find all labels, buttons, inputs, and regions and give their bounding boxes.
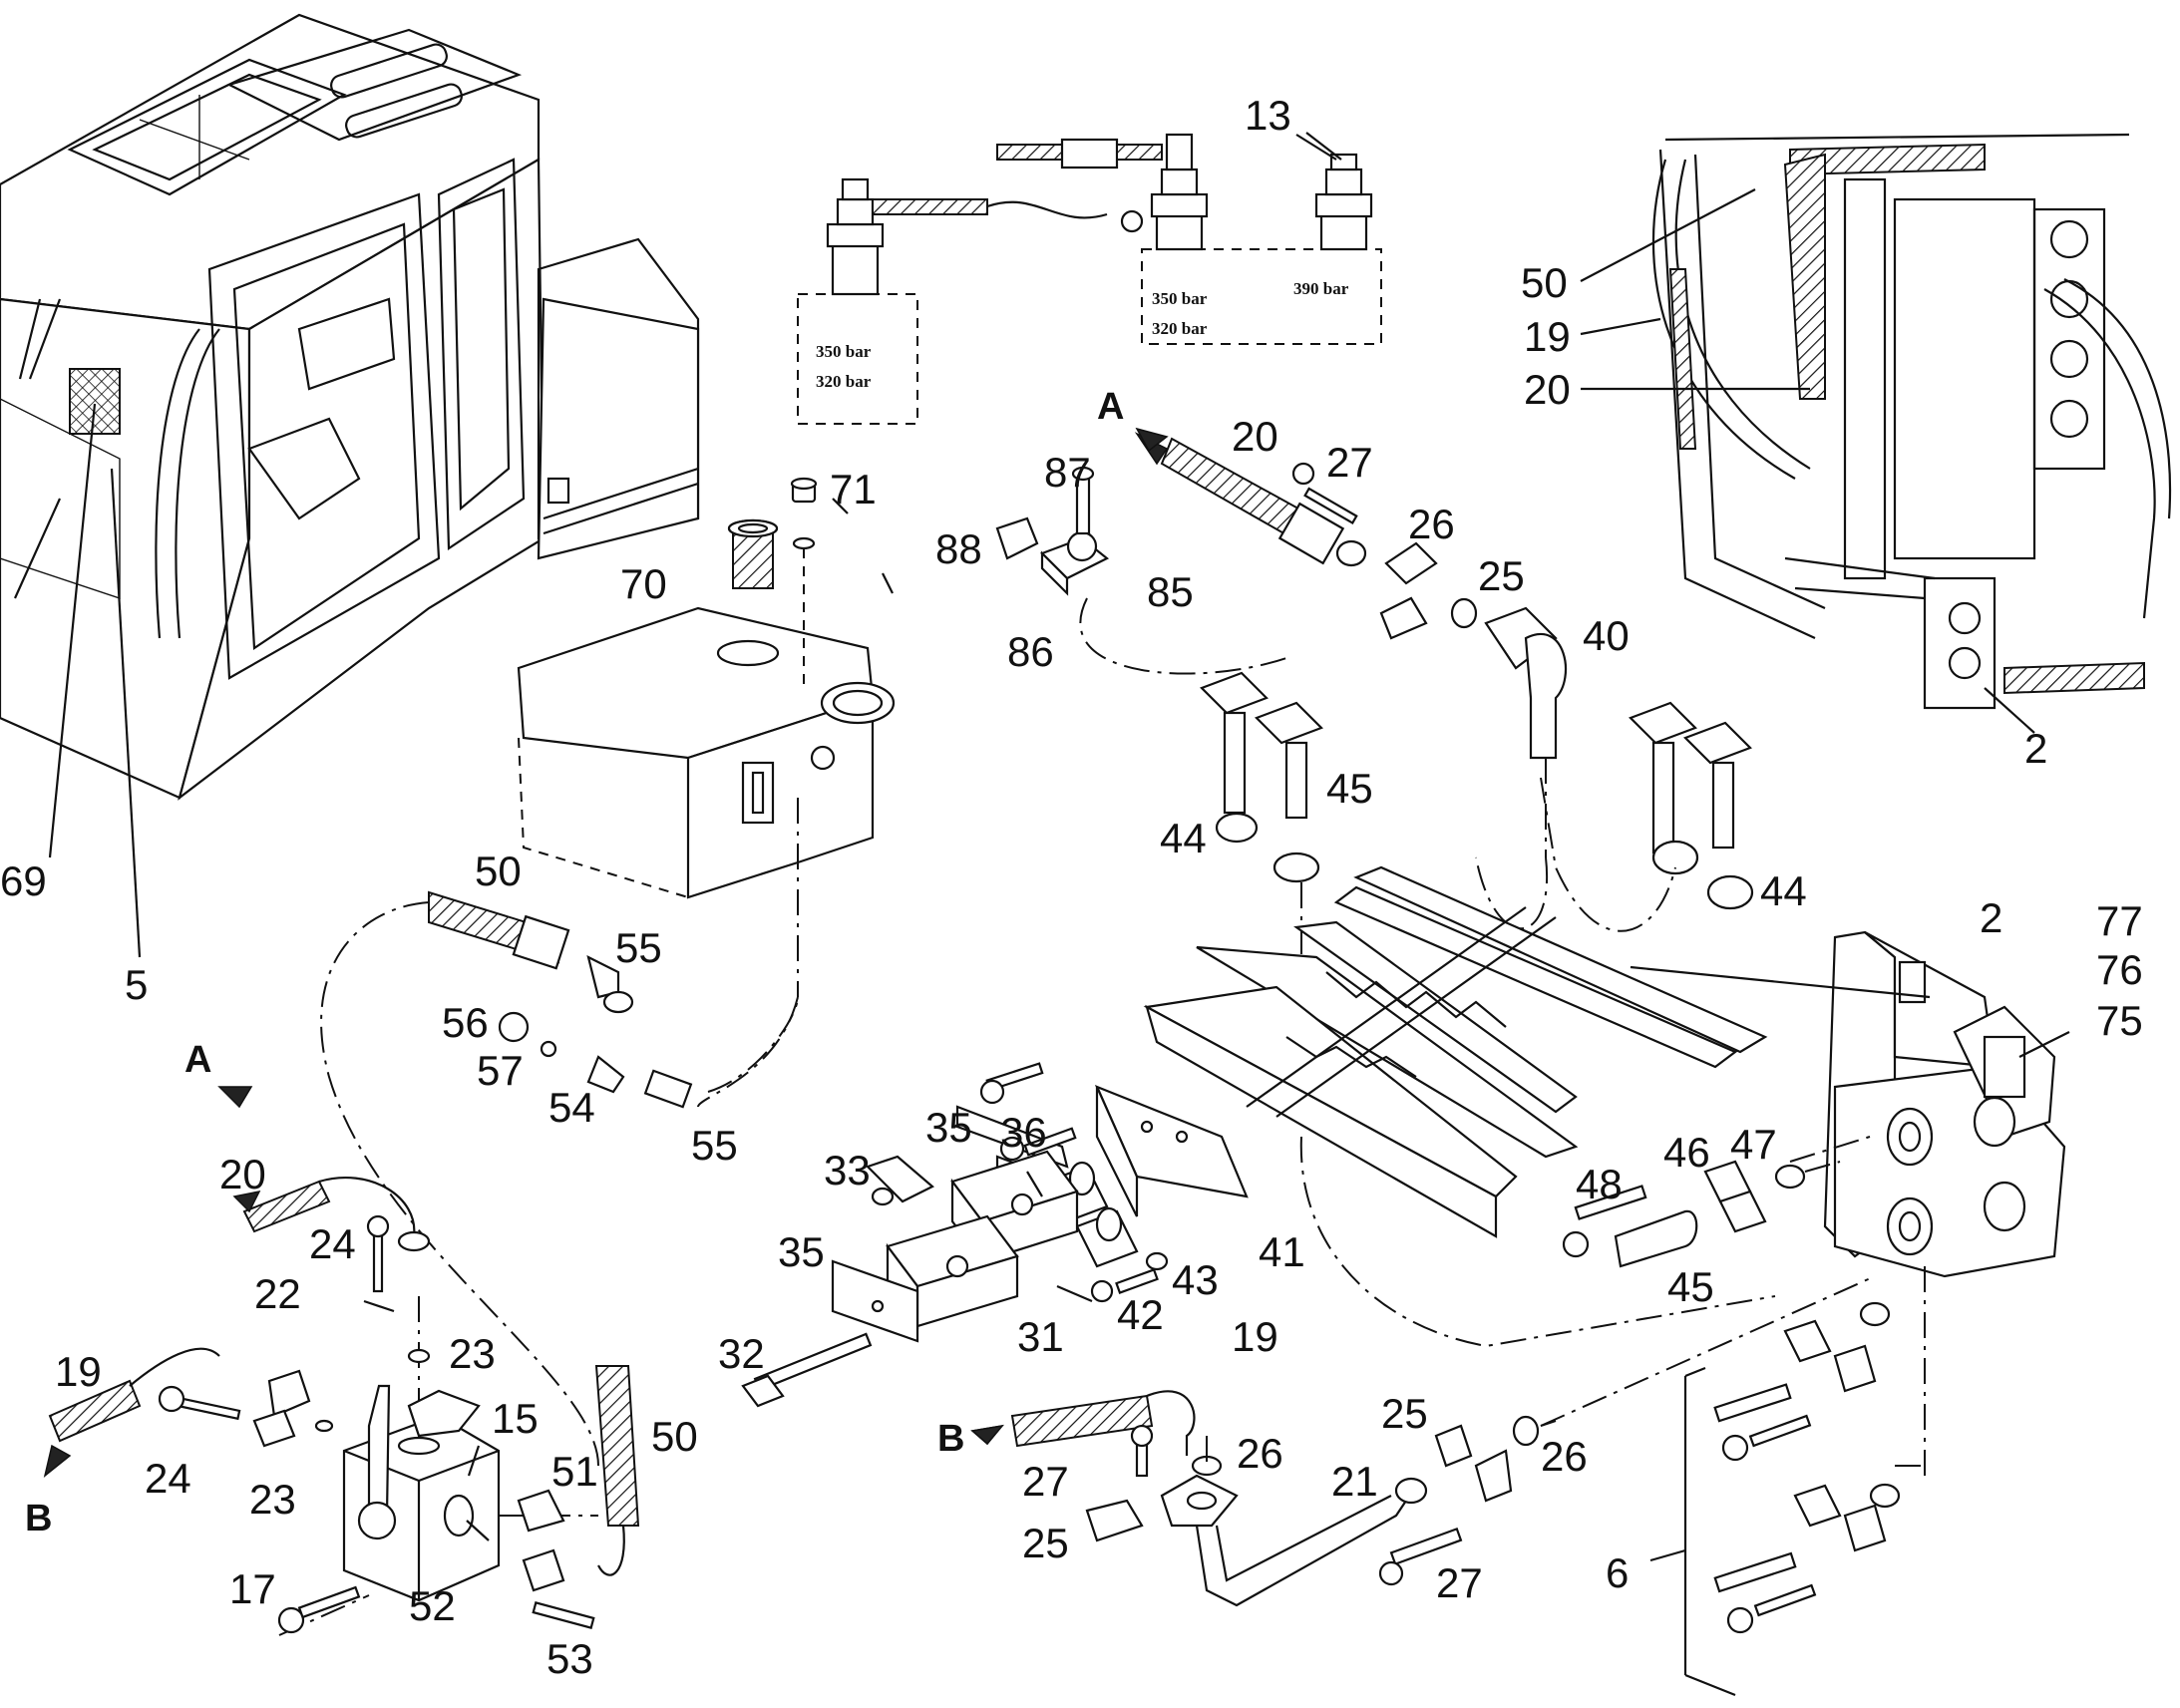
relief-valve-1	[826, 177, 1108, 296]
part-label: 33	[824, 1147, 871, 1194]
flow-marker-b: B	[937, 1418, 964, 1460]
part-label: 24	[309, 1220, 356, 1267]
part-label: 35	[778, 1228, 825, 1275]
arrow-a-icon	[1135, 427, 1169, 453]
part-label: 6	[1606, 1549, 1629, 1596]
valve-block-housing	[517, 477, 896, 1108]
excavator-cab	[0, 13, 700, 958]
relief-valve-2	[996, 133, 1209, 251]
part-label: 50	[1521, 259, 1568, 306]
part-label: 75	[2096, 997, 2143, 1044]
part-label: 57	[477, 1047, 524, 1094]
flange-fittings	[995, 432, 1754, 997]
part-label: 86	[1007, 628, 1054, 675]
part-label: 23	[249, 1476, 296, 1523]
part-label: 27	[1022, 1458, 1069, 1505]
part-label: 36	[1000, 1109, 1047, 1156]
valve-bank-detail	[1580, 133, 2172, 734]
flow-marker-b: B	[25, 1498, 52, 1539]
part-label: 46	[1663, 1129, 1710, 1176]
part-label: 52	[409, 1582, 456, 1629]
part-label: 40	[1583, 612, 1630, 659]
pipe-21-assembly	[970, 1390, 1557, 1607]
part-label: 23	[449, 1330, 496, 1377]
part-label: 50	[651, 1413, 698, 1460]
part-label: 54	[548, 1084, 595, 1131]
part-label: 71	[830, 466, 877, 512]
control-valve-block	[1540, 930, 2066, 1697]
part-label: 25	[1022, 1520, 1069, 1566]
part-label: 48	[1576, 1161, 1623, 1207]
part-number-labels: 13 50 19 20 2 69 5 70 71 87 88 85 86 20 …	[0, 92, 2143, 1682]
part-label: 45	[1326, 765, 1373, 812]
part-label: 15	[492, 1395, 539, 1442]
part-label: 56	[442, 999, 489, 1046]
part-label: 17	[229, 1565, 276, 1612]
part-label: 41	[1259, 1228, 1305, 1275]
flow-marker-a: A	[184, 1039, 211, 1081]
fittings-46-48	[1562, 1160, 1901, 1634]
part-label: 69	[0, 857, 47, 904]
flow-marker-a: A	[1097, 386, 1124, 428]
part-label: 20	[219, 1151, 266, 1197]
part-label: 55	[615, 924, 662, 971]
part-label: 87	[1044, 449, 1091, 496]
part-label: 32	[718, 1330, 765, 1377]
part-label: 70	[620, 560, 667, 607]
part-label: 31	[1017, 1313, 1064, 1360]
part-label: 19	[1524, 313, 1571, 360]
part-label: 13	[1245, 92, 1291, 139]
part-label: 20	[1524, 366, 1571, 413]
part-label: 26	[1408, 501, 1455, 547]
part-label: 47	[1730, 1121, 1777, 1168]
part-label: 53	[546, 1635, 593, 1682]
part-label: 20	[1232, 413, 1278, 460]
part-label: 26	[1237, 1430, 1283, 1477]
relief-valve-13	[1314, 153, 1373, 251]
pilot-hose-assembly	[797, 133, 1382, 425]
part-label: 77	[2096, 897, 2143, 944]
pressure-label: 350 bar	[1152, 289, 1208, 308]
part-label: 21	[1331, 1458, 1378, 1505]
part-label: 55	[691, 1122, 738, 1169]
part-label: 22	[254, 1270, 301, 1317]
part-label: 25	[1478, 552, 1525, 599]
part-label: 35	[925, 1104, 972, 1151]
hose-clamp-bars	[1143, 865, 1776, 1348]
leader-lines	[363, 132, 2070, 1562]
part-label: 88	[935, 525, 982, 572]
part-label: 50	[475, 848, 522, 894]
part-label: 85	[1147, 568, 1194, 615]
part-label: 2	[2024, 725, 2047, 772]
clamp-assembly	[741, 1062, 1249, 1408]
part-label: 76	[2096, 946, 2143, 993]
arrow-b-icon	[970, 1424, 1004, 1446]
pressure-label: 350 bar	[816, 342, 872, 361]
part-label: 43	[1172, 1256, 1219, 1303]
part-label: 19	[1232, 1313, 1278, 1360]
part-label: 2	[1980, 894, 2002, 941]
part-label: 25	[1381, 1390, 1428, 1437]
part-label: 26	[1541, 1433, 1588, 1480]
arrow-a-icon	[217, 1086, 253, 1109]
pressure-label: 390 bar	[1293, 279, 1349, 298]
part-label: 24	[145, 1455, 191, 1502]
hose-50-routing	[320, 890, 799, 1576]
pressure-label: 320 bar	[816, 372, 872, 391]
part-label: 44	[1160, 815, 1207, 861]
part-label: 42	[1117, 1291, 1164, 1338]
part-label: 27	[1436, 1559, 1483, 1606]
shutoff-valve-15	[43, 1177, 598, 1636]
part-label: 27	[1326, 439, 1373, 486]
pressure-label: 320 bar	[1152, 319, 1208, 338]
part-label: 44	[1760, 867, 1807, 914]
part-label: 51	[551, 1448, 598, 1495]
part-label: 19	[55, 1348, 102, 1395]
part-label: 45	[1667, 1263, 1714, 1310]
part-label: 5	[125, 961, 148, 1008]
